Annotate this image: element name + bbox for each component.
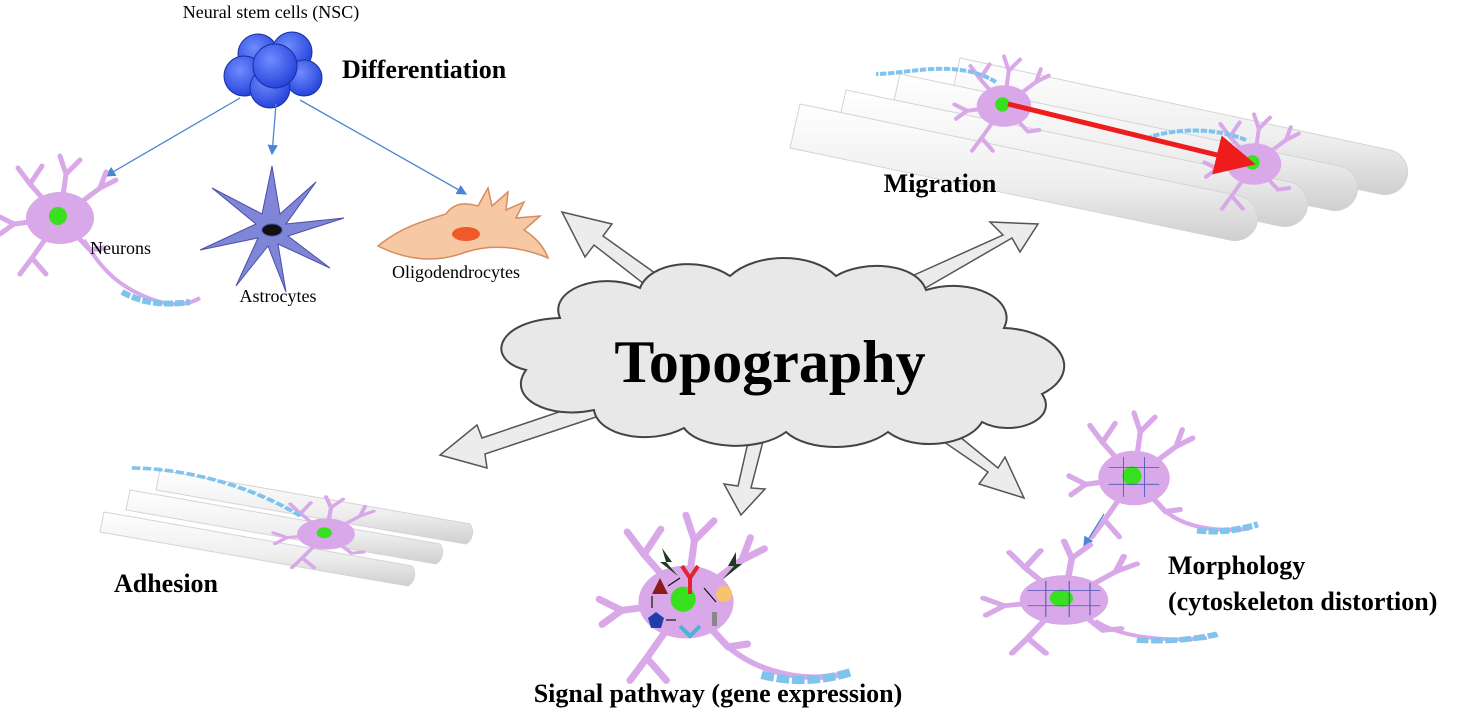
signal-molecules <box>648 548 742 639</box>
morphology-section: Morphology (cytoskeleton distortion) <box>983 413 1437 653</box>
signal-section: Signal pathway (gene expression) <box>534 515 903 708</box>
astrocyte-icon <box>199 165 345 293</box>
astrocytes-label: Astrocytes <box>240 286 317 306</box>
signal-neuron <box>599 515 853 685</box>
topography-cloud <box>500 257 1065 448</box>
differentiation-title: Differentiation <box>342 55 507 84</box>
receptor-icon <box>680 564 700 594</box>
morphology-title: Morphology <box>1168 551 1305 580</box>
triangle-icon <box>652 578 668 594</box>
pentagon-icon <box>648 612 664 628</box>
differentiation-arrows <box>104 97 468 195</box>
nsc-cluster-icon <box>223 31 323 109</box>
morphology-neuron-after <box>983 541 1219 653</box>
oligodendrocytes-label: Oligodendrocytes <box>392 262 520 282</box>
migrating-neuron-start <box>875 56 1049 150</box>
neurons-label: Neurons <box>90 238 151 258</box>
dotted-ball-icon <box>716 586 732 602</box>
morphology-neuron-before <box>1069 413 1259 537</box>
lightning-icon <box>660 548 678 576</box>
signal-title: Signal pathway (gene expression) <box>534 679 903 708</box>
migration-arrow <box>1007 101 1256 175</box>
nsc-label: Neural stem cells (NSC) <box>183 2 359 23</box>
migration-section: Migration <box>789 56 1409 242</box>
neuron-icon <box>0 156 202 307</box>
oligodendrocyte-icon <box>376 185 550 260</box>
lightning-icon-2 <box>722 552 742 580</box>
migration-cylinders <box>789 57 1409 242</box>
adhesion-section: Adhesion <box>99 466 474 598</box>
differentiation-section: Neural stem cells (NSC) Differentiation … <box>0 2 550 307</box>
migration-title: Migration <box>884 169 997 198</box>
arrow-to-migration <box>910 221 1040 291</box>
adhesion-cylinders <box>99 469 474 587</box>
adhesion-title: Adhesion <box>114 569 219 598</box>
chevron-icon <box>678 624 702 639</box>
adhesion-neuron <box>130 466 374 568</box>
morphology-arrow <box>1083 513 1105 548</box>
morphology-subtitle: (cytoskeleton distortion) <box>1168 587 1437 616</box>
bar-icon <box>712 612 717 626</box>
topography-label: Topography <box>614 329 925 395</box>
